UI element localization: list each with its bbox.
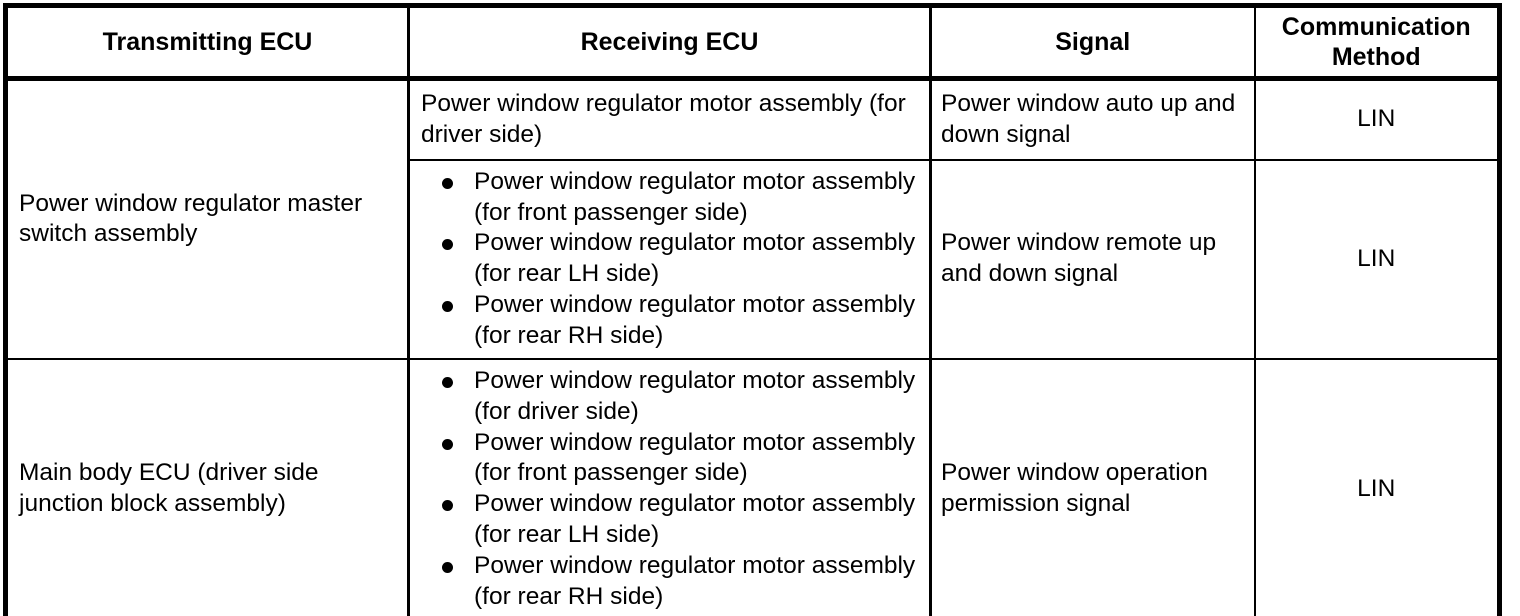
list-item-label: Power window regulator motor assembly (f… xyxy=(474,229,916,288)
communication-method-text: LIN xyxy=(1357,105,1396,133)
cell-signal: Power window remote up and down signal xyxy=(930,158,1256,359)
communication-method-text: LIN xyxy=(1357,474,1396,502)
list-item: Power window regulator motor assembly (f… xyxy=(442,290,919,352)
list-item: Power window regulator motor assembly (f… xyxy=(442,551,919,613)
bullet-icon xyxy=(442,376,453,388)
table-row: Main body ECU (driver side junction bloc… xyxy=(5,357,1500,616)
bullet-icon xyxy=(442,239,453,251)
list-item-label: Power window regulator motor assembly (f… xyxy=(474,490,916,549)
signal-text: Power window operation permission signal xyxy=(941,459,1208,518)
header-row: Transmitting ECU Receiving ECU Signal Co… xyxy=(5,5,1500,81)
list-item-label: Power window regulator motor assembly (f… xyxy=(474,291,916,350)
cell-communication-method: LIN xyxy=(1254,158,1500,359)
cell-receiving-ecu: Power window regulator motor assembly (f… xyxy=(408,158,932,359)
bullet-icon xyxy=(442,301,453,313)
signal-text: Power window auto up and down signal xyxy=(941,90,1236,148)
list-item: Power window regulator motor assembly (f… xyxy=(442,428,919,490)
cell-signal: Power window auto up and down signal xyxy=(930,78,1256,160)
column-header-signal: Signal xyxy=(930,5,1256,81)
list-item: Power window regulator motor assembly (f… xyxy=(442,489,919,551)
list-item-label: Power window regulator motor assembly (f… xyxy=(474,167,916,226)
bullet-icon xyxy=(442,500,453,512)
cell-signal: Power window operation permission signal xyxy=(930,357,1256,616)
bullet-icon xyxy=(442,177,453,189)
cell-receiving-ecu: Power window regulator motor assembly (f… xyxy=(408,78,932,160)
receiving-ecu-list: Power window regulator motor assembly (f… xyxy=(417,167,919,352)
transmitting-ecu-text: Power window regulator master switch ass… xyxy=(19,189,363,248)
cell-receiving-ecu: Power window regulator motor assembly (f… xyxy=(408,357,932,616)
receiving-ecu-text: Power window regulator motor assembly (f… xyxy=(421,90,906,148)
cell-transmitting-ecu: Power window regulator master switch ass… xyxy=(5,78,410,359)
list-item: Power window regulator motor assembly (f… xyxy=(442,228,919,290)
list-item: Power window regulator motor assembly (f… xyxy=(442,167,919,229)
list-item-label: Power window regulator motor assembly (f… xyxy=(474,366,916,425)
column-header-receiving-ecu: Receiving ECU xyxy=(408,5,932,81)
table-body: Power window regulator master switch ass… xyxy=(5,78,1500,616)
column-header-transmitting-ecu: Transmitting ECU xyxy=(5,5,410,81)
signal-text: Power window remote up and down signal xyxy=(941,229,1217,288)
receiving-ecu-list: Power window regulator motor assembly (f… xyxy=(417,366,919,613)
ecu-communication-table: Transmitting ECU Receiving ECU Signal Co… xyxy=(3,3,1502,616)
list-item: Power window regulator motor assembly (f… xyxy=(442,366,919,428)
bullet-icon xyxy=(442,438,453,450)
table-row: Power window regulator motor assembly (f… xyxy=(6,158,1500,359)
transmitting-ecu-text: Main body ECU (driver side junction bloc… xyxy=(19,459,319,518)
communication-method-text: LIN xyxy=(1357,244,1396,272)
list-item-label: Power window regulator motor assembly (f… xyxy=(474,428,916,487)
table-header: Transmitting ECU Receiving ECU Signal Co… xyxy=(5,5,1500,81)
cell-transmitting-ecu: Main body ECU (driver side junction bloc… xyxy=(5,357,410,616)
table-row: Power window regulator master switch ass… xyxy=(5,78,1500,359)
column-header-communication-method: Communication Method xyxy=(1254,5,1500,81)
cell-communication-method: LIN xyxy=(1254,357,1500,616)
bullet-icon xyxy=(442,562,453,574)
cell-communication-method: LIN xyxy=(1254,78,1500,160)
list-item-label: Power window regulator motor assembly (f… xyxy=(474,552,916,610)
